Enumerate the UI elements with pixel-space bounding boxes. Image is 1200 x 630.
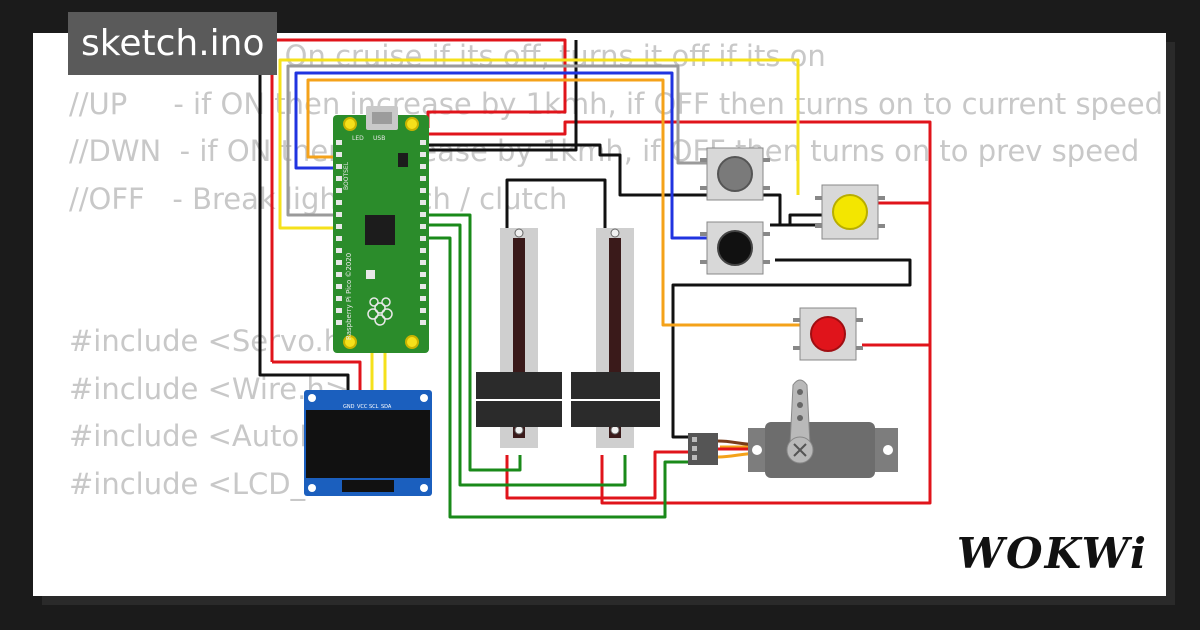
wire-green [428,213,522,472]
rp2040-chip [365,215,395,245]
wires [258,38,932,519]
wire-blue [294,71,707,240]
usb-label: USB [373,135,385,142]
wire-black [428,143,822,227]
led-label: LED [352,135,364,142]
wire-black [671,258,912,439]
wire-red [270,38,567,362]
slide-potentiometer[interactable] [476,228,562,448]
wire-gray [286,64,707,217]
wire-black [770,213,822,227]
sketch-filename[interactable]: sketch.ino [68,12,278,75]
wire-yellow [278,58,800,230]
wire-green [428,236,690,519]
wire-red [600,345,932,505]
oled-display[interactable]: GND VCC SCL SDA [304,390,432,496]
slide-potentiometer[interactable] [571,228,660,448]
bootsel-label: BOOTSEL [343,161,350,190]
board-name: Raspberry Pi Pico ©2020 [345,253,353,340]
oled-pin-vcc: VCC [357,404,368,410]
wire-green [428,223,627,487]
wire-black [258,40,350,392]
pushbutton-off[interactable] [793,307,863,361]
wire-red [428,120,932,347]
oled-screen [306,410,430,478]
servo-horn [789,379,811,446]
wire-black [505,178,607,228]
wire-orange [306,78,800,327]
raspberry-pi-pico[interactable]: LED USB BOOTSEL Raspberry Pi Pico ©2020 [333,106,429,353]
oled-pin-gnd: GND [343,404,355,410]
servo-motor[interactable] [688,379,898,478]
pushbutton-dwn[interactable] [700,221,770,275]
oled-pin-scl: SCL [369,404,379,410]
pushbutton-on[interactable] [700,147,770,201]
raspberry-logo-icon [367,297,393,326]
wire-red [272,360,362,392]
pushbutton-up[interactable] [815,184,885,240]
wire-black [428,40,578,152]
wokwi-logo: WOKWi [956,529,1148,578]
oled-pin-sda: SDA [381,404,392,410]
